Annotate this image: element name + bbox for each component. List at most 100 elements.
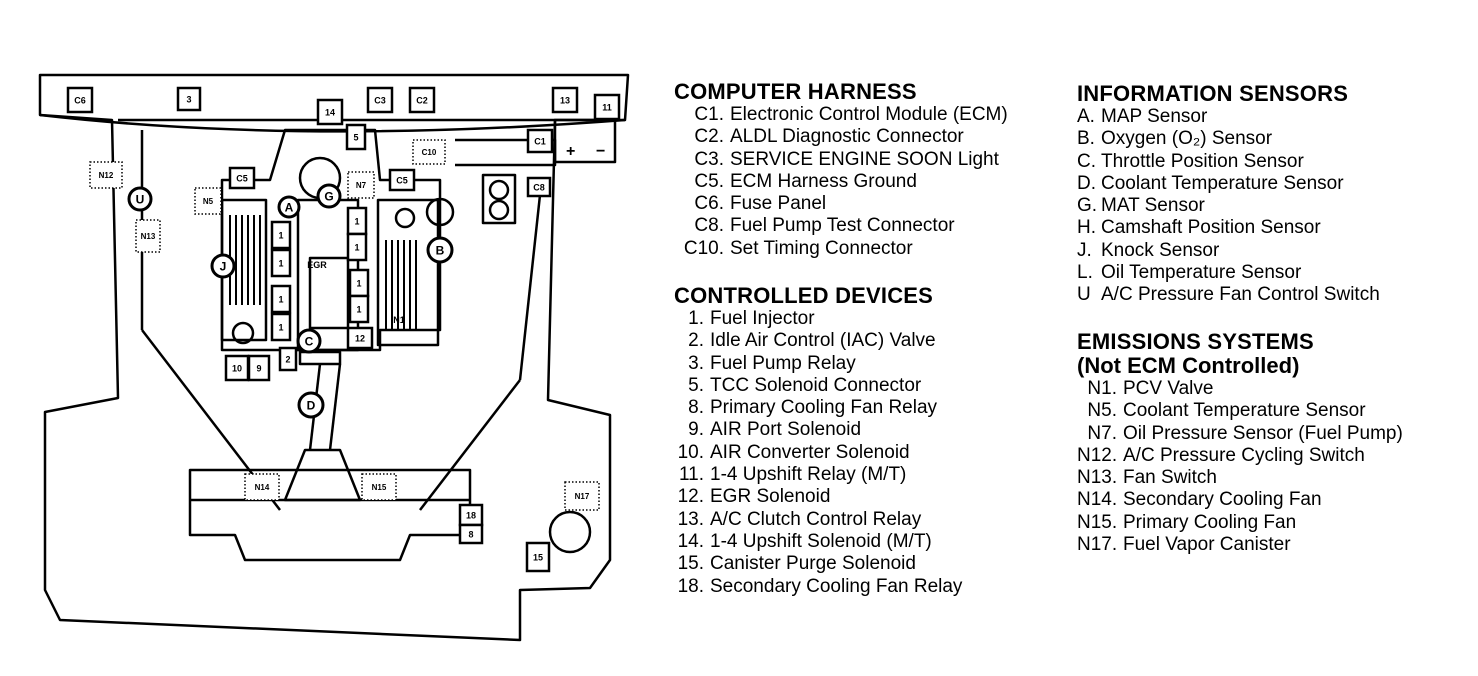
callout-box-label: C1 — [534, 137, 546, 147]
callout-box-inj-l3: 1 — [270, 284, 292, 314]
callout-box-label: 1 — [278, 295, 283, 305]
callout-box-label: C2 — [416, 96, 428, 106]
callout-dotted-n5: N5 — [194, 187, 222, 215]
legend-item-text: Electronic Control Module (ECM) — [730, 104, 1008, 125]
legend-item: L. Oil Temperature Sensor — [1077, 262, 1380, 284]
callout-box-11: 11 — [593, 93, 621, 121]
sensor-circle-label: J — [220, 260, 227, 274]
battery-minus-terminal: − — [596, 143, 605, 160]
legend-item: 18. Secondary Cooling Fan Relay — [674, 575, 963, 598]
sensor-circle-label: B — [436, 244, 445, 258]
legend-item-code: L. — [1077, 262, 1093, 284]
sensor-circle-u: U — [127, 186, 153, 212]
legend-item-code: 15. — [677, 553, 704, 575]
legend-item-code: 5. — [688, 374, 704, 396]
legend-item: 15.Canister Purge Solenoid — [674, 553, 962, 575]
legend-item-code: C8. — [694, 215, 724, 237]
callout-box-label: 15 — [533, 553, 543, 563]
sensor-circle-c: C — [296, 328, 322, 354]
controlled-devices-title: CONTROLLED DEVICES — [674, 283, 934, 308]
legend-item: H.Camshaft Position Sensor — [1077, 217, 1380, 239]
legend-item-text: Oil Temperature Sensor — [1101, 262, 1302, 284]
legend-item: N7.Oil Pressure Sensor (Fuel Pump) — [1077, 422, 1402, 445]
callout-box-label: 1 — [354, 217, 359, 227]
sensor-circle-g: G — [316, 183, 342, 209]
callout-box-10: 10 — [224, 354, 250, 382]
legend-item: 5.TCC Solenoid Connector — [674, 375, 962, 397]
legend-item-code: N17. — [1077, 534, 1118, 556]
legend-item-code: C1. — [694, 104, 724, 125]
callout-box-label: 1 — [356, 305, 361, 315]
callout-box-9: 9 — [247, 354, 271, 382]
legend-item: 9.AIR Port Solenoid — [674, 419, 962, 441]
legend-item-text: MAP Sensor — [1101, 106, 1208, 127]
legend-item-code: 10. — [677, 441, 704, 463]
legend-item-text: 1-4 Upshift Solenoid (M/T) — [710, 530, 932, 552]
callout-box-8: 8 — [458, 523, 484, 545]
legend-item: C1. Electronic Control Module (ECM) — [674, 104, 1008, 126]
callout-box-label: C5 — [236, 174, 248, 184]
legend-item-code: A. — [1077, 106, 1095, 127]
callout-box-label: 14 — [325, 108, 335, 118]
legend-item-code: G. — [1077, 195, 1098, 217]
legend-item-text: EGR Solenoid — [710, 486, 831, 508]
callout-box-label: C3 — [374, 96, 386, 106]
legend-item-code: N7. — [1087, 422, 1117, 444]
legend-item: C3.SERVICE ENGINE SOON Light — [674, 149, 1008, 171]
callout-box-c3: C3 — [366, 86, 394, 114]
emissions-systems-subtitle: (Not ECM Controlled) — [1077, 353, 1300, 378]
computer-harness-title: COMPUTER HARNESS — [674, 79, 917, 104]
callout-dotted-label: N17 — [575, 492, 590, 501]
callout-box-5: 5 — [345, 123, 367, 151]
legend-item-code: N13. — [1077, 467, 1118, 489]
callout-box-label: 8 — [468, 530, 473, 540]
legend-item: 1.Fuel Injector — [674, 308, 962, 330]
legend-item-text: Fan Switch — [1123, 467, 1217, 489]
legend-item: A. MAP Sensor — [1077, 106, 1380, 128]
legend-item-code: N5. — [1087, 400, 1117, 422]
callout-box-12: 12 — [346, 326, 374, 350]
legend-item-text: Fuel Vapor Canister — [1123, 534, 1291, 556]
callout-box-inj-l1: 1 — [270, 220, 292, 250]
callout-box-inj-r1: 1 — [346, 206, 368, 236]
legend-item-code: J. — [1077, 239, 1092, 261]
callout-dotted-n15: N15 — [361, 473, 397, 501]
legend-item-code: 18. — [677, 575, 704, 597]
legend-item-text: Set Timing Connector — [730, 237, 913, 259]
callout-box-label: C5 — [396, 176, 408, 186]
callout-dotted-label: N13 — [141, 232, 156, 241]
callout-dotted-n12: N12 — [89, 161, 123, 189]
sensor-circle-label: U — [136, 193, 145, 207]
callout-dotted-n7: N7 — [347, 171, 375, 199]
legend-item-text: ECM Harness Ground — [730, 170, 917, 192]
callout-box-c1: C1 — [526, 128, 554, 154]
callout-box-c8: C8 — [526, 176, 552, 198]
callout-dotted-label: N5 — [203, 197, 214, 206]
callout-box-label: 1 — [278, 323, 283, 333]
callout-box-label: 13 — [560, 96, 570, 106]
computer-harness-section: COMPUTER HARNESS C1. Electronic Control M… — [674, 80, 1008, 260]
callout-box-label: C6 — [74, 96, 86, 106]
legend-item-code: C6. — [694, 193, 724, 215]
legend-item: N13.Fan Switch — [1077, 467, 1403, 489]
callout-box-c6: C6 — [66, 86, 94, 114]
legend-item: C6.Fuse Panel — [674, 193, 1008, 215]
callout-box-c5-right: C5 — [388, 168, 416, 192]
legend-item-code: 2. — [688, 330, 704, 352]
callout-dotted-n13: N13 — [135, 219, 161, 253]
callout-box-label: 1 — [278, 231, 283, 241]
legend-item: N15.Primary Cooling Fan — [1077, 512, 1403, 534]
callout-box-c5-left: C5 — [228, 166, 256, 190]
callout-dotted-n17: N17 — [564, 481, 600, 511]
legend-item-text: MAT Sensor — [1101, 195, 1205, 217]
callout-box-inj-r3: 1 — [348, 268, 370, 298]
emissions-systems-section: EMISSIONS SYSTEMS (Not ECM Controlled) N… — [1077, 330, 1403, 556]
legend-item-text: Knock Sensor — [1101, 239, 1220, 261]
legend-item-text: 1-4 Upshift Relay (M/T) — [710, 464, 907, 486]
legend-item-code: 11. — [678, 464, 704, 486]
legend-item-text: Secondary Cooling Fan Relay — [710, 575, 963, 597]
